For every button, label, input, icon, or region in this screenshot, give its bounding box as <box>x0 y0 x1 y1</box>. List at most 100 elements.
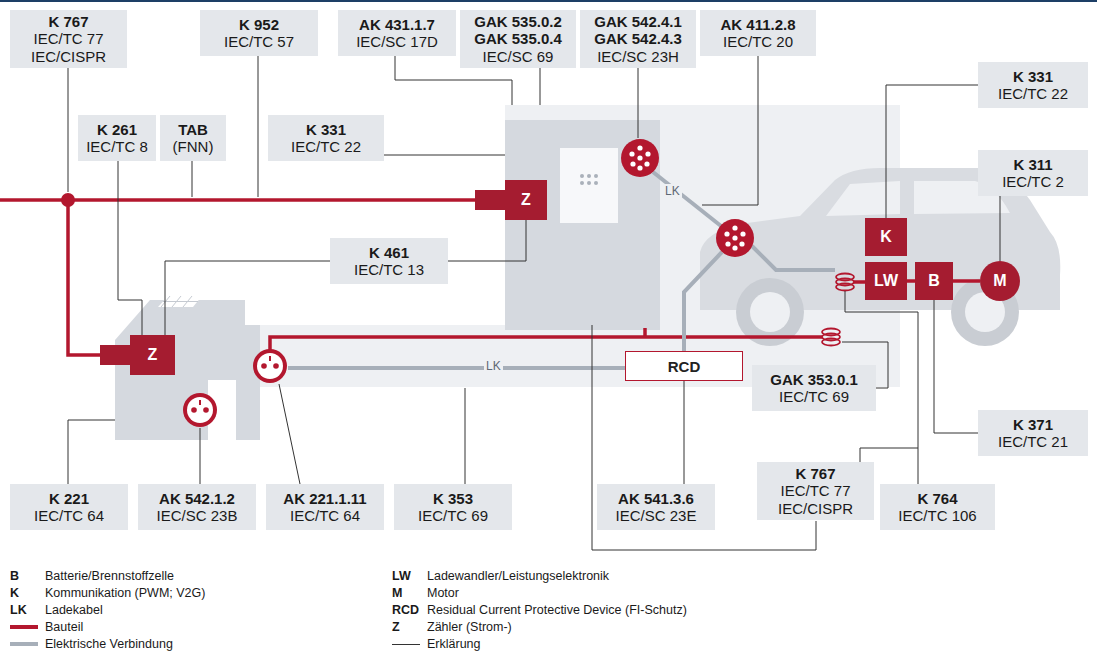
committee-id: K 311 <box>1013 156 1052 173</box>
legend-key: K <box>10 585 19 601</box>
background-panel <box>230 325 900 387</box>
plug-sockets <box>261 363 267 369</box>
legend-text: Residual Current Protective Device (FI-S… <box>427 603 687 617</box>
iec-committee: (FNN) <box>173 138 214 155</box>
committee-box: GAK 542.4.1 GAK 542.4.3IEC/SC 23H <box>580 10 696 68</box>
house <box>115 296 260 440</box>
plug-sockets <box>637 165 642 170</box>
plug-sockets <box>739 241 744 246</box>
top-rule <box>0 0 1097 2</box>
component-letter: RCD <box>668 358 701 375</box>
committee-id: GAK 535.0.2 GAK 535.0.4 <box>466 13 570 48</box>
legend-text: Erklärung <box>427 637 481 651</box>
committee-id: K 764 <box>917 490 957 507</box>
legend-text: Bauteil <box>45 620 83 634</box>
component-box: B <box>915 262 953 300</box>
plug-sockets <box>183 393 217 427</box>
legend-entry: Elektrische Verbindung <box>45 636 173 652</box>
committee-id: K 767 <box>795 465 835 482</box>
committee-id: AK 542.1.2 <box>159 490 235 507</box>
component-letter: Z <box>521 191 531 209</box>
committee-box: TAB(FNN) <box>160 115 226 161</box>
car-silhouette <box>826 181 900 216</box>
leader-lines <box>702 56 758 205</box>
legend-key: Z <box>392 619 400 635</box>
committee-id: K 371 <box>1013 416 1053 433</box>
leader-lines <box>192 161 193 197</box>
meter-plugs <box>475 190 507 210</box>
committee-box: K 311IEC/TC 2 <box>978 150 1088 196</box>
legend-key: M <box>392 585 402 601</box>
legend-key: B <box>10 568 19 584</box>
committee-id: AK 221.1.11 <box>283 490 366 507</box>
meter-plugs <box>61 193 75 207</box>
charging-cables <box>752 246 835 270</box>
leader-lines <box>465 388 466 484</box>
leader-lines <box>68 68 69 192</box>
component-letter: B <box>928 272 940 290</box>
legend-text: Kommunikation (PWM; V2G) <box>45 586 205 600</box>
legend-key: LW <box>392 568 411 584</box>
legend-text: Batterie/Brennstoffzelle <box>45 569 174 583</box>
leader-lines <box>68 56 918 550</box>
charging-cables <box>653 172 721 226</box>
charging-station <box>594 181 598 185</box>
leader-line <box>448 220 526 261</box>
leader-line <box>1000 196 1001 261</box>
leader-lines <box>200 428 201 484</box>
plug-sockets <box>732 225 737 230</box>
iec-committee: IEC/TC 64 <box>290 507 360 524</box>
committee-box: K 261IEC/TC 8 <box>78 115 156 161</box>
committee-box: GAK 535.0.2 GAK 535.0.4IEC/SC 69 <box>460 10 576 68</box>
committee-box: K 952IEC/TC 57 <box>200 10 318 56</box>
iec-committee: IEC/TC 57 <box>224 33 294 50</box>
committee-box: AK 541.3.6IEC/SC 23E <box>597 484 715 530</box>
iec-committee: IEC/SC 23H <box>597 48 679 65</box>
rcd-box: RCD <box>625 351 743 381</box>
legend-entry: Batterie/Brennstoffzelle <box>45 568 174 584</box>
plug-sockets <box>732 245 737 250</box>
legend-text: Elektrische Verbindung <box>45 637 173 651</box>
plug-sockets <box>724 231 729 236</box>
charging-station <box>505 120 660 330</box>
leader-lines <box>68 420 115 484</box>
charging-cables <box>288 172 835 368</box>
leader-lines <box>384 155 505 156</box>
iec-committee: IEC/TC 69 <box>418 507 488 524</box>
leader-line <box>886 85 978 218</box>
committee-box: K 331IEC/TC 22 <box>268 115 384 161</box>
plug-sockets <box>732 235 737 240</box>
plug-sockets <box>203 407 209 413</box>
leader-lines <box>540 68 541 105</box>
component-letter: Z <box>148 346 158 364</box>
component-box: K <box>865 218 907 256</box>
component-line <box>953 279 980 283</box>
legend-entry: Motor <box>427 585 459 601</box>
charging-cables <box>684 252 722 351</box>
plug-sockets <box>257 353 283 379</box>
plug-sockets <box>716 219 754 257</box>
house <box>161 296 198 307</box>
committee-box: K 221IEC/TC 64 <box>10 484 128 530</box>
motor-outline <box>980 261 1020 301</box>
plug-sockets <box>740 231 745 236</box>
committee-id: K 353 <box>433 490 473 507</box>
iec-committee: IEC/TC 77 IEC/CISPR <box>16 30 121 65</box>
plug-sockets <box>621 139 659 177</box>
plug-sockets <box>725 241 730 246</box>
plug-sockets <box>629 151 634 156</box>
plug-sockets <box>273 363 279 369</box>
legend-samples <box>10 642 38 646</box>
committee-box: AK 221.1.11IEC/TC 64 <box>266 484 384 530</box>
plug-sockets <box>191 407 197 413</box>
power-lines <box>68 200 102 355</box>
committee-box: K 371IEC/TC 21 <box>978 410 1088 456</box>
committee-box: K 767IEC/TC 77 IEC/CISPR <box>757 462 874 520</box>
plug-sockets <box>183 139 754 427</box>
iec-committee: IEC/SC 69 <box>483 48 554 65</box>
committee-id: K 461 <box>369 244 409 261</box>
top-rule <box>0 0 1097 2</box>
legend-key: LK <box>10 602 27 618</box>
legend-key: RCD <box>392 602 419 618</box>
coils <box>836 284 854 291</box>
